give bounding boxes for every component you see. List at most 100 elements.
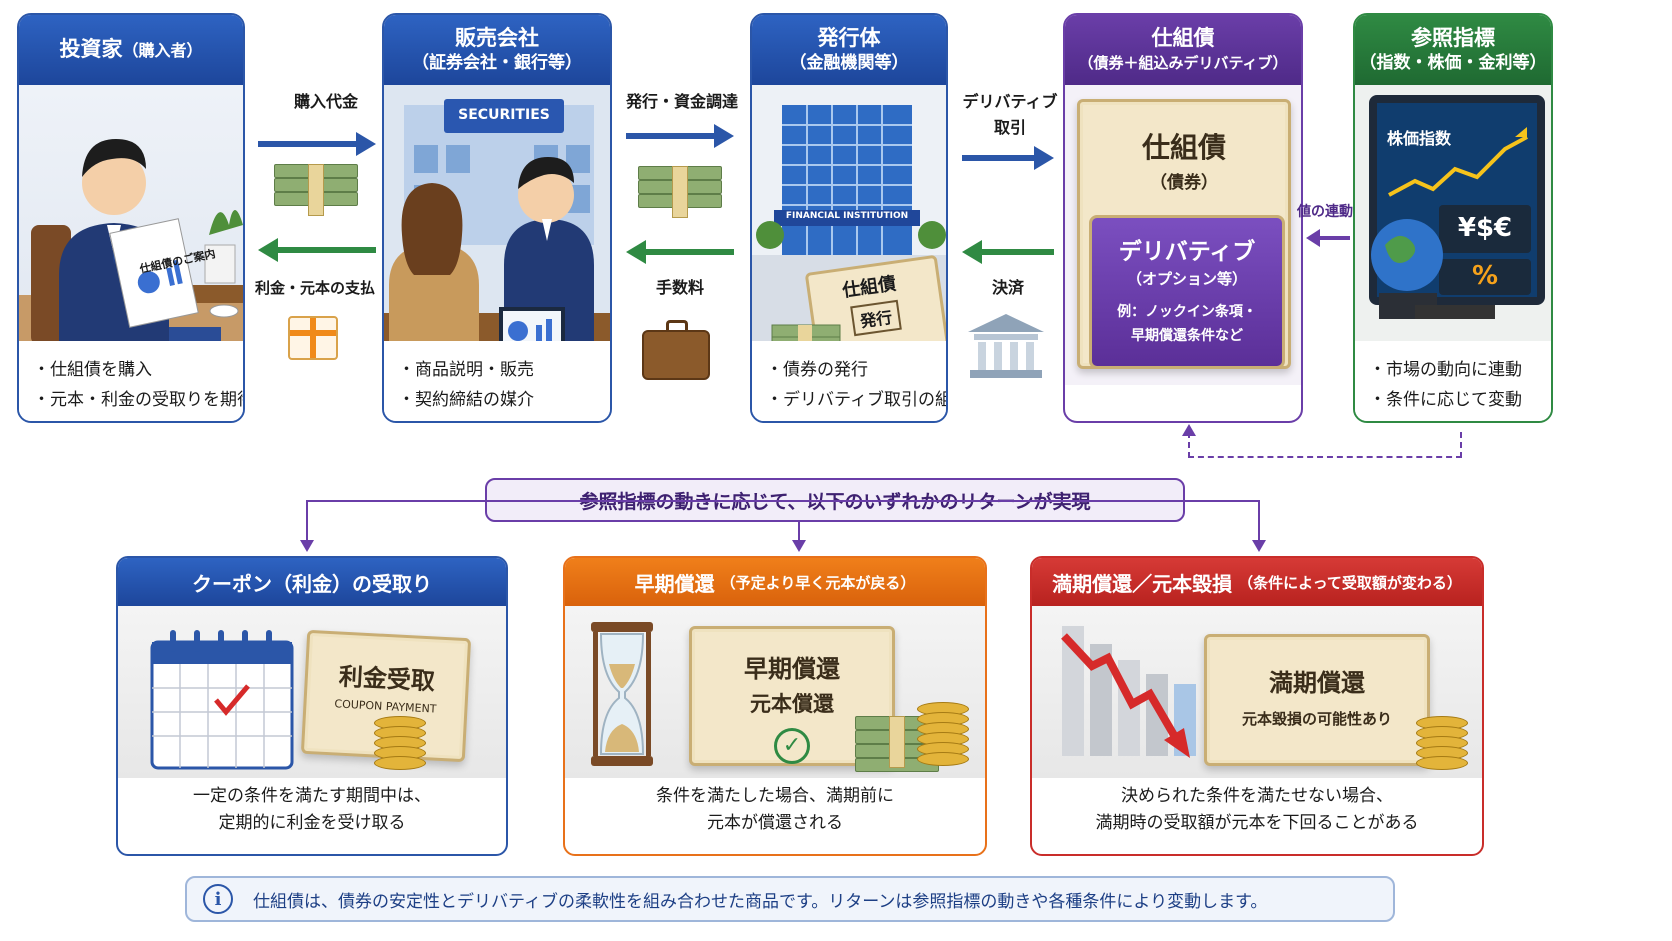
currency-symbols: ¥$€ [1457, 213, 1513, 243]
connector-arrowhead [300, 540, 314, 552]
connector-drop-right [1258, 500, 1260, 540]
reference-index-description: ・市場の動向に連動 ・条件に応じて変動 [1355, 341, 1551, 421]
maturity-text-2: 満期時の受取額が元本を下回ることがある [1095, 813, 1419, 833]
issuer-illustration: FINANCIAL INSTITUTION 仕組債 発行 [752, 85, 946, 385]
hourglass-icon [591, 622, 653, 766]
issuer-description: ・債券の発行 ・デリバティブ取引の組成 [752, 341, 946, 421]
structured-bond-illustration: 仕組債 （債券） デリバティブ （オプション等） 例：ノックイン条項・ 早期償還… [1065, 85, 1301, 385]
maturity-loss-title-sub: （条件によって受取額が変わる） [1238, 573, 1462, 592]
seller-bullet: ・契約締結の媒介 [398, 390, 534, 410]
building-icon [752, 85, 946, 385]
derivative-example-2: 早期償還条件など [1131, 328, 1243, 344]
coupon-outcome-card: クーポン（利金）の受取り 利金受取 COUPON PAYMENT 一定の条件を満… [116, 556, 508, 856]
feedback-arrowhead [1182, 424, 1196, 436]
seller-illustration: SECURITIES [384, 85, 610, 385]
investor-bullet: ・仕組債を購入 [33, 360, 152, 380]
early-text-1: 条件を満たした場合、満期前に [656, 786, 894, 806]
bond-certificate-title: 仕組債 [1141, 131, 1226, 164]
derivative-sub: （オプション等） [1126, 270, 1247, 288]
check-circle-icon: ✓ [774, 728, 810, 764]
maturity-cert-sub: 元本毀損の可能性あり [1241, 710, 1392, 728]
bond-certificate-sub: （債券） [1150, 173, 1218, 193]
investor-bullet: ・元本・利金の受取りを期待 [33, 390, 245, 410]
issue-funding-label: 発行・資金調達 [625, 92, 738, 111]
seller-card: 販売会社 （証券会社・銀行等） SECURITIES ・商品説明・販売 [382, 13, 612, 423]
coupon-cert-title: 利金受取 [338, 662, 436, 696]
investor-description: ・仕組債を購入 ・元本・利金の受取りを期待 [19, 341, 243, 421]
reference-index-title: 参照指標 [1411, 26, 1495, 50]
issuer-sign: FINANCIAL INSTITUTION [785, 211, 909, 221]
issuer-bullet: ・デリバティブ取引の組成 [766, 390, 946, 410]
reference-index-illustration: 株価指数 ¥$€ % [1355, 85, 1551, 385]
structured-bond-subtitle: （債券＋組込みデリバティブ） [1078, 54, 1288, 72]
reference-bullet: ・条件に応じて変動 [1369, 390, 1522, 410]
early-redemption-title-sub: （予定より早く元本が戻る） [720, 573, 916, 592]
gift-box-icon [288, 316, 338, 360]
reference-index-header: 参照指標 （指数・株価・金利等） [1355, 15, 1551, 85]
early-redemption-description: 条件を満たした場合、満期前に 元本が償還される [565, 783, 985, 837]
investor-illustration: 仕組債のご案内 [19, 85, 243, 385]
derivative-puzzle-piece: デリバティブ （オプション等） 例：ノックイン条項・ 早期償還条件など [1089, 215, 1285, 369]
derivative-trade-label-1: デリバティブ [962, 92, 1058, 111]
reference-bullet: ・市場の動向に連動 [1369, 360, 1522, 380]
issuer-subtitle: （金融機関等） [789, 53, 909, 73]
derivative-title: デリバティブ [1118, 239, 1256, 265]
seller-description: ・商品説明・販売 ・契約締結の媒介 [384, 341, 610, 421]
bank-building-icon [968, 314, 1044, 378]
maturity-text-1: 決められた条件を満たせない場合、 [1121, 786, 1393, 806]
issuer-card: 発行体 （金融機関等） FINANCIAL INSTITUTION 仕組債 [750, 13, 948, 423]
investor-header: 投資家（購入者） [19, 15, 243, 85]
derivative-trade-label-2: 取引 [993, 118, 1026, 137]
investor-title: 投資家 [59, 37, 123, 61]
coupon-outcome-description: 一定の条件を満たす期間中は、 定期的に利金を受け取る [118, 783, 506, 837]
feedback-dashed-line [1188, 432, 1462, 458]
purchase-payment-label: 購入代金 [293, 92, 358, 111]
structured-bond-header: 仕組債 （債券＋組込みデリバティブ） [1065, 15, 1301, 85]
early-redemption-header: 早期償還 （予定より早く元本が戻る） [565, 558, 985, 606]
maturity-loss-illustration: 満期償還 元本毀損の可能性あり [1032, 606, 1482, 778]
seller-subtitle: （証券会社・銀行等） [412, 53, 582, 73]
coupon-illustration: 利金受取 COUPON PAYMENT [118, 606, 506, 778]
early-text-2: 元本が償還される [707, 813, 843, 833]
maturity-loss-description: 決められた条件を満たせない場合、 満期時の受取額が元本を下回ることがある [1032, 783, 1482, 837]
coupon-outcome-title: クーポン（利金）の受取り [118, 558, 506, 606]
banner-connector [307, 500, 1259, 502]
reference-index-card: 参照指標 （指数・株価・金利等） 株価指数 ¥$€ % ・市場の動向に連動 ・条… [1353, 13, 1553, 423]
maturity-loss-card: 満期償還／元本毀損（条件によって受取額が変わる） 満期償還 元本毀損の可能性あり… [1030, 556, 1484, 856]
issuer-title: 発行体 [817, 26, 881, 50]
early-cert-sub: 元本償還 [750, 692, 834, 716]
connector-arrowhead [1252, 540, 1266, 552]
value-link-label: 値の連動 [1297, 204, 1353, 220]
structured-bond-title: 仕組債 [1151, 26, 1215, 50]
cash-bundle-icon [638, 166, 722, 218]
investor-title-sub: （購入者） [122, 41, 203, 60]
info-note: i 仕組債は、債券の安定性とデリバティブの柔軟性を組み合わせた商品です。リターン… [185, 876, 1395, 922]
connector-arrowhead [792, 540, 806, 552]
percent-symbol: % [1471, 261, 1499, 291]
investor-person-icon [19, 139, 243, 385]
maturity-loss-header: 満期償還／元本毀損（条件によって受取額が変わる） [1032, 558, 1482, 606]
interest-principal-label: 利金・元本の支払 [254, 279, 375, 297]
issuer-bullet: ・債券の発行 [766, 360, 868, 380]
cash-stack-icon [855, 716, 939, 772]
issuer-header: 発行体 （金融機関等） [752, 15, 946, 85]
derivative-example-1: 例：ノックイン条項・ [1117, 304, 1257, 320]
calendar-icon [150, 630, 294, 770]
coupon-cert-en: COUPON PAYMENT [334, 697, 437, 716]
info-icon: i [203, 884, 233, 914]
early-cert-title: 早期償還 [744, 655, 840, 683]
connector-drop-left [306, 500, 308, 540]
cash-bundle-icon [274, 164, 358, 216]
coin-stack-icon [1416, 716, 1468, 772]
structured-bond-card: 仕組債 （債券＋組込みデリバティブ） 仕組債 （債券） デリバティブ （オプショ… [1063, 13, 1303, 423]
early-redemption-title: 早期償還 [634, 571, 715, 596]
declining-chart-icon [1061, 626, 1196, 758]
seller-meeting-icon [384, 85, 610, 385]
early-redemption-card: 早期償還 （予定より早く元本が戻る） 早期償還 元本償還 ✓ 条件を満たした場合、… [563, 556, 987, 856]
connector-drop-mid [798, 522, 800, 540]
coin-stack-icon [374, 716, 426, 772]
coin-stack-icon [917, 702, 969, 768]
maturity-certificate: 満期償還 元本毀損の可能性あり [1204, 634, 1430, 766]
info-text: 仕組債は、債券の安定性とデリバティブの柔軟性を組み合わせた商品です。リターンは参… [253, 891, 1268, 912]
coupon-text-2: 定期的に利金を受け取る [218, 813, 406, 833]
